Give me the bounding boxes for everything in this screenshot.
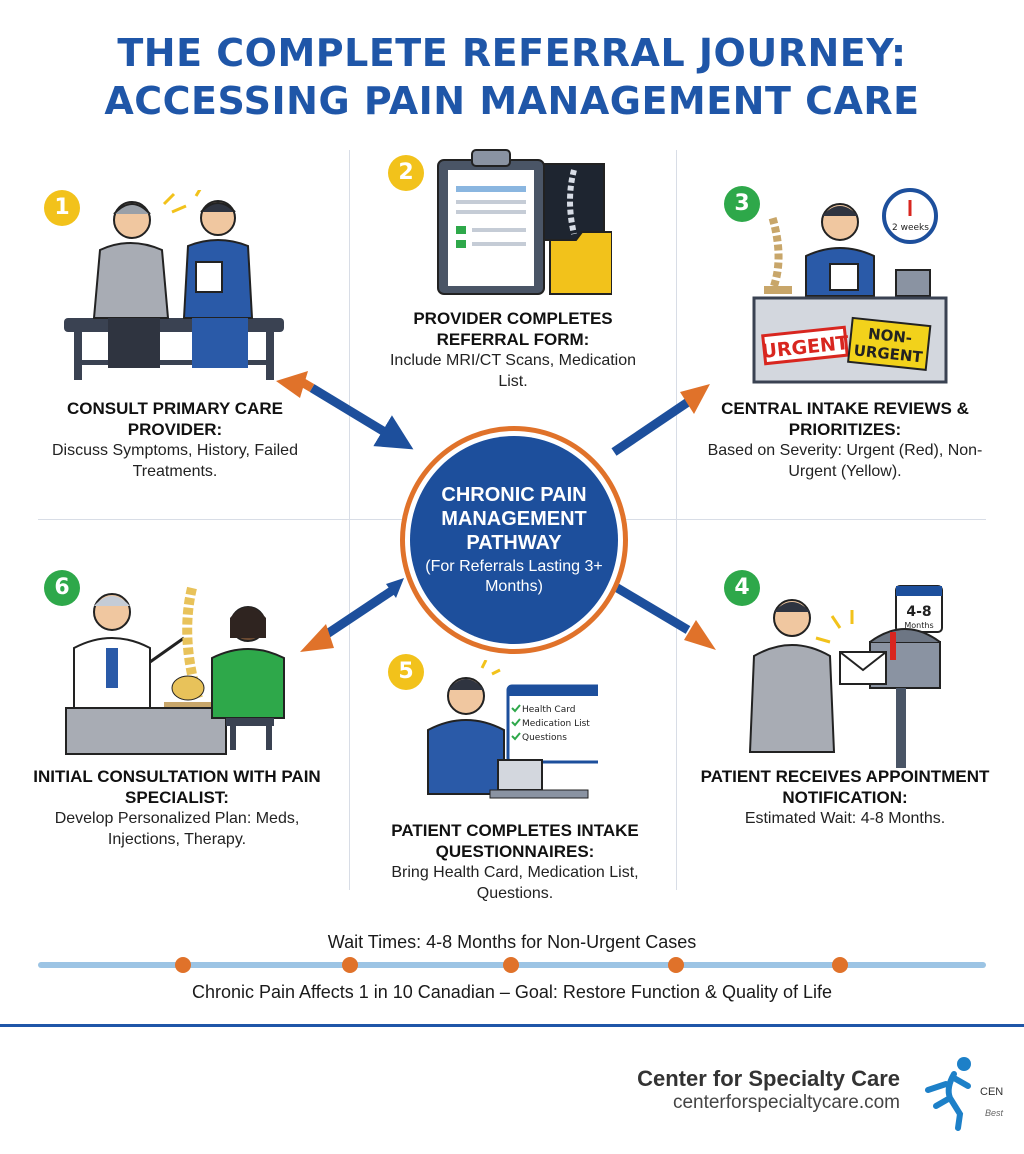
logo-tagline-cut: Best	[985, 1108, 1004, 1118]
step-3-heading: Central Intake Reviews & Prioritizes:	[721, 399, 969, 439]
timeline-dot	[668, 957, 684, 973]
page-title-line2: ACCESSING PAIN MANAGEMENT CARE	[104, 79, 920, 123]
timeline-bottom-caption: Chronic Pain Affects 1 in 10 Canadian – …	[191, 982, 833, 1002]
step-6-text: Initial Consultation with Pain Specialis…	[32, 766, 322, 850]
arrow-center-to-4	[611, 582, 716, 650]
step-1-badge: 1	[44, 190, 80, 226]
arrow-5-to-center	[300, 578, 404, 652]
step-3-text: Central Intake Reviews & Prioritizes: Ba…	[700, 398, 990, 482]
footer-divider	[0, 1024, 1024, 1027]
center-title: CHRONIC PAIN MANAGEMENT PATHWAY	[441, 484, 587, 554]
step-3-badge: 3	[724, 186, 760, 222]
step-6-body: Develop Personalized Plan: Meds, Injecti…	[54, 810, 300, 848]
brand-name: Center for Specialty Care	[637, 1066, 900, 1091]
timeline-top-caption: Wait Times: 4-8 Months for Non-Urgent Ca…	[327, 932, 697, 952]
checklist-item-3: Questions	[522, 733, 567, 743]
step-6-heading: Initial Consultation with Pain Specialis…	[33, 767, 321, 807]
brand-url[interactable]: centerforspecialtycare.com	[672, 1092, 900, 1113]
arrow-center-to-3	[611, 384, 710, 456]
grid-divider	[676, 150, 677, 890]
calendar-range: 4-8	[906, 604, 931, 620]
step-2-badge: 2	[388, 155, 424, 191]
timeline-dot	[175, 957, 191, 973]
step-4-badge: 4	[724, 570, 760, 606]
grid-divider	[349, 150, 350, 890]
mailbox-notification-illustration: 4-8 Months	[748, 585, 943, 768]
page-title-line1: THE COMPLETE REFERRAL JOURNEY:	[117, 31, 907, 75]
running-figure-logo-icon	[925, 1057, 971, 1131]
step-4-heading: Patient Receives Appointment Notificatio…	[700, 767, 990, 807]
clipboard-xray-folder-illustration	[437, 149, 612, 295]
step-2-heading: Provider Completes Referral Form:	[413, 309, 613, 349]
step-5-heading: Patient Completes Intake Questionnaires:	[391, 821, 639, 861]
step-4-body: Estimated Wait: 4-8 Months.	[744, 810, 946, 827]
center-pathway-circle: CHRONIC PAIN MANAGEMENT PATHWAY (For Ref…	[410, 436, 618, 644]
calendar-unit: Months	[904, 621, 933, 630]
step-4-text: Patient Receives Appointment Notificatio…	[700, 766, 990, 829]
checklist-item-1: Health Card	[522, 705, 575, 715]
timeline-dot	[342, 957, 358, 973]
checklist-item-2: Medication List	[522, 719, 590, 729]
arrow-1-to-center	[276, 371, 414, 450]
doctor-patient-consult-illustration	[64, 190, 284, 380]
center-subtitle: (For Referrals Lasting 3+ Months)	[425, 558, 603, 595]
step-1-body: Discuss Symptoms, History, Failed Treatm…	[52, 442, 298, 480]
logo-text-cut: CEN	[980, 1086, 1004, 1098]
step-6-badge: 6	[44, 570, 80, 606]
step-1-heading: Consult Primary Care Provider:	[67, 399, 283, 439]
step-2-text: Provider Completes Referral Form: Includ…	[378, 308, 648, 392]
timeline-dot	[832, 957, 848, 973]
step-1-text: Consult Primary Care Provider: Discuss S…	[40, 398, 310, 482]
step-2-body: Include MRI/CT Scans, Medication List.	[389, 352, 637, 390]
step-5-badge: 5	[388, 654, 424, 690]
intake-desk-illustration: 2 weeks URGENT NON- URGENT	[752, 188, 948, 384]
step-5-text: Patient Completes Intake Questionnaires:…	[370, 820, 660, 904]
step-3-body: Based on Severity: Urgent (Red), Non-Urg…	[707, 442, 983, 480]
specialist-consultation-illustration	[65, 586, 285, 755]
laptop-questionnaire-illustration: Health Card Medication List Questions	[427, 660, 598, 799]
non-urgent-stamp-line1: NON-	[867, 325, 913, 348]
step-5-body: Bring Health Card, Medication List, Ques…	[391, 864, 639, 902]
timeline-dot	[503, 957, 519, 973]
clock-label: 2 weeks	[892, 223, 929, 233]
